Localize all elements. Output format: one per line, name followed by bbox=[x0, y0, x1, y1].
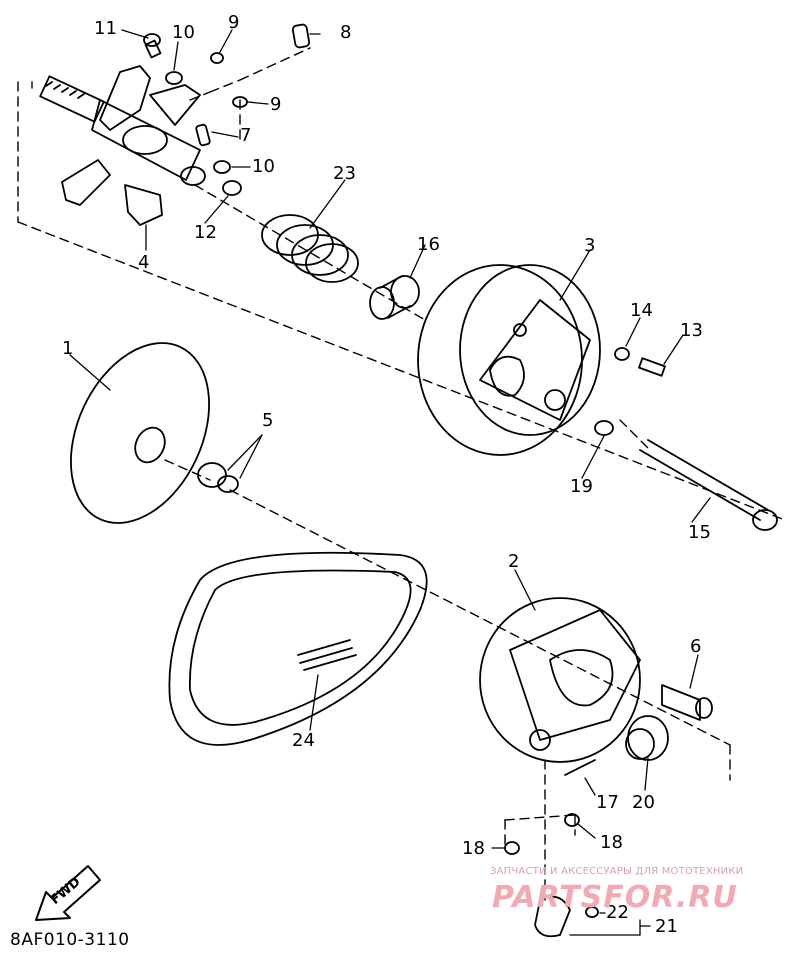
callout-1: 1 bbox=[62, 338, 74, 359]
callout-16: 16 bbox=[417, 234, 440, 255]
small-hardware bbox=[143, 23, 311, 196]
assembly-guide-lines bbox=[17, 47, 786, 901]
callout-18-left: 18 bbox=[462, 838, 485, 859]
watermark-logo: PARTSFOR.RU bbox=[492, 880, 738, 915]
callout-21: 21 bbox=[655, 916, 678, 937]
shaft-spider-part bbox=[39, 65, 206, 226]
drive-belt-part bbox=[168, 551, 428, 746]
callout-10-upper: 10 bbox=[172, 22, 195, 43]
callout-8: 8 bbox=[340, 22, 352, 43]
leader-lines bbox=[69, 29, 711, 936]
callout-19: 19 bbox=[570, 476, 593, 497]
callout-2: 2 bbox=[508, 551, 520, 572]
callout-18-right: 18 bbox=[600, 832, 623, 853]
callout-12: 12 bbox=[194, 222, 217, 243]
callout-13: 13 bbox=[680, 320, 703, 341]
callout-9-upper: 9 bbox=[228, 12, 240, 33]
spring-part bbox=[261, 214, 359, 283]
callout-4: 4 bbox=[138, 252, 150, 273]
fixed-sheave-part bbox=[70, 342, 210, 524]
callout-17: 17 bbox=[596, 792, 619, 813]
callout-14: 14 bbox=[630, 300, 653, 321]
callout-6: 6 bbox=[690, 636, 702, 657]
bushing-part bbox=[369, 275, 420, 320]
callout-23: 23 bbox=[333, 163, 356, 184]
callout-3: 3 bbox=[584, 235, 596, 256]
collar-part bbox=[661, 684, 713, 721]
fwd-arrow-icon: FWD bbox=[35, 865, 101, 921]
callout-7: 7 bbox=[240, 125, 252, 146]
fasteners-right bbox=[594, 347, 778, 531]
movable-sheave-part bbox=[417, 264, 601, 456]
callout-11: 11 bbox=[94, 18, 117, 39]
bushings-part5 bbox=[197, 462, 239, 493]
callout-20: 20 bbox=[632, 792, 655, 813]
watermark-tagline: ЗАПЧАСТИ И АКСЕССУАРЫ ДЛЯ МОТОТЕХНИКИ bbox=[490, 866, 744, 877]
callout-22: 22 bbox=[606, 902, 629, 923]
callout-15: 15 bbox=[688, 522, 711, 543]
callout-9-lower: 9 bbox=[270, 94, 282, 115]
callout-5: 5 bbox=[262, 410, 274, 431]
callout-24: 24 bbox=[292, 730, 315, 751]
secondary-sheave-part bbox=[479, 597, 641, 763]
callout-10-lower: 10 bbox=[252, 156, 275, 177]
diagram-code: 8AF010-3110 bbox=[10, 930, 130, 950]
oil-seal-part bbox=[625, 715, 669, 761]
lower-hardware bbox=[504, 759, 599, 938]
